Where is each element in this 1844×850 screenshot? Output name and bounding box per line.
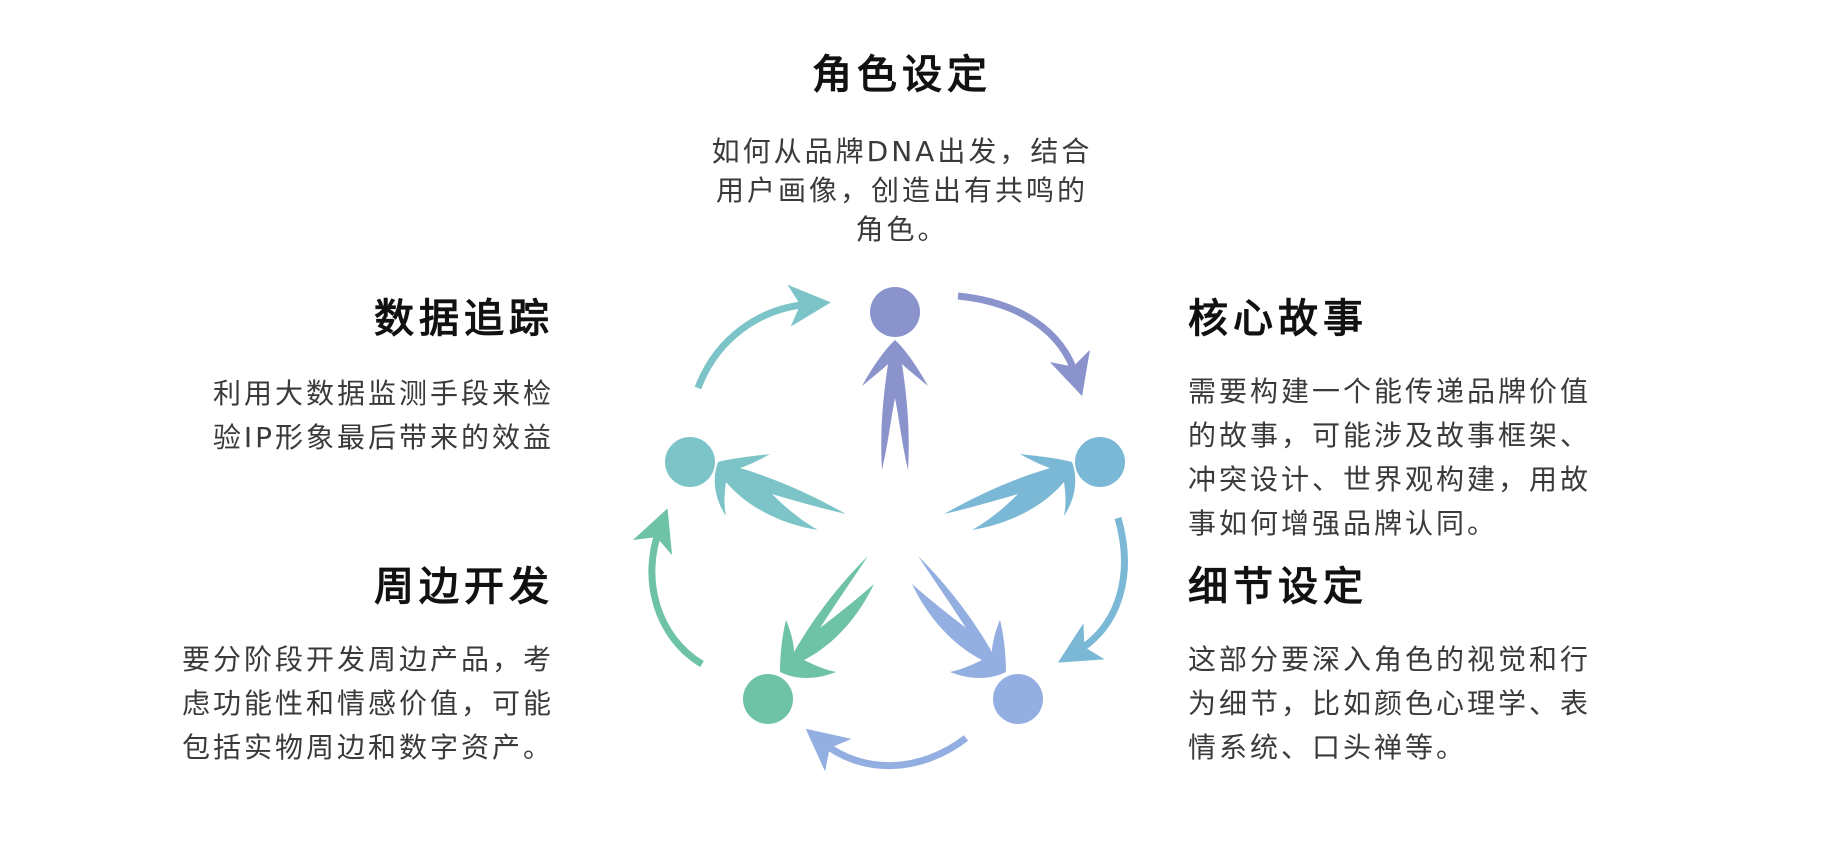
description-line: 虑功能性和情感价值，可能 <box>181 687 554 720</box>
node-description: 如何从品牌DNA出发，结合 用户画像，创造出有共鸣的 角色。 <box>560 132 1244 249</box>
figure-body-detail <box>912 556 1006 678</box>
node-tracking: 数据追踪 利用大数据监测手段来检 验IP形象最后带来的效益 <box>213 292 554 460</box>
figure-head-story <box>1075 437 1125 487</box>
arrow-detail-to-merch <box>805 728 969 772</box>
figure-head-merch <box>743 674 793 724</box>
description-line: 事如何增强品牌认同。 <box>1188 507 1499 540</box>
node-detail: 细节设定 这部分要深入角色的视觉和行 为细节，比如颜色心理学、表 情系统、口头禅… <box>1188 560 1591 770</box>
figure-head-role <box>870 287 920 337</box>
description-line: 冲突设计、世界观构建，用故 <box>1188 463 1592 496</box>
figure-body-merch <box>780 556 874 678</box>
description-line: 情系统、口头禅等。 <box>1188 731 1468 764</box>
figure-tracking <box>665 437 846 530</box>
arrow-story-to-detail <box>1057 517 1128 663</box>
node-description: 这部分要深入角色的视觉和行 为细节，比如颜色心理学、表 情系统、口头禅等。 <box>1188 638 1591 770</box>
figure-merch <box>743 556 874 724</box>
figure-role <box>862 287 928 470</box>
description-line: 需要构建一个能传递品牌价值 <box>1188 375 1592 408</box>
node-title: 数据追踪 <box>374 296 554 342</box>
description-line: 包括实物周边和数字资产。 <box>181 731 554 764</box>
description-line: 这部分要深入角色的视觉和行 <box>1188 643 1592 676</box>
node-title: 角色设定 <box>812 52 992 98</box>
node-story: 核心故事 需要构建一个能传递品牌价值 的故事，可能涉及故事框架、 冲突设计、世界… <box>1188 292 1591 546</box>
figure-head-detail <box>993 674 1043 724</box>
description-line: 角色。 <box>855 213 949 246</box>
node-role: 角色设定 如何从品牌DNA出发，结合 用户画像，创造出有共鸣的 角色。 <box>560 48 1244 249</box>
figure-body-role <box>862 340 928 470</box>
description-line: 验IP形象最后带来的效益 <box>212 421 554 454</box>
arrow-role-to-story <box>957 292 1090 397</box>
figure-detail <box>912 556 1043 724</box>
description-line: 的故事，可能涉及故事框架、 <box>1188 419 1592 452</box>
arrow-merch-to-tracking <box>632 508 704 668</box>
description-line: 用户画像，创造出有共鸣的 <box>715 174 1088 207</box>
node-description: 利用大数据监测手段来检 验IP形象最后带来的效益 <box>213 372 554 460</box>
node-description: 要分阶段开发周边产品，考 虑功能性和情感价值，可能 包括实物周边和数字资产。 <box>182 638 554 770</box>
figure-head-tracking <box>665 437 715 487</box>
arrow-tracking-to-role <box>694 284 831 390</box>
figure-story <box>944 437 1125 530</box>
description-line: 如何从品牌DNA出发，结合 <box>711 135 1093 168</box>
description-line: 为细节，比如颜色心理学、表 <box>1188 687 1592 720</box>
node-title: 细节设定 <box>1188 564 1368 610</box>
node-title: 核心故事 <box>1188 296 1368 342</box>
node-merch: 周边开发 要分阶段开发周边产品，考 虑功能性和情感价值，可能 包括实物周边和数字… <box>182 560 554 770</box>
figure-body-tracking <box>714 454 846 530</box>
node-title: 周边开发 <box>374 564 554 610</box>
figure-body-story <box>944 454 1076 530</box>
description-line: 利用大数据监测手段来检 <box>212 377 554 410</box>
description-line: 要分阶段开发周边产品，考 <box>181 643 554 676</box>
node-description: 需要构建一个能传递品牌价值 的故事，可能涉及故事框架、 冲突设计、世界观构建，用… <box>1188 370 1591 546</box>
